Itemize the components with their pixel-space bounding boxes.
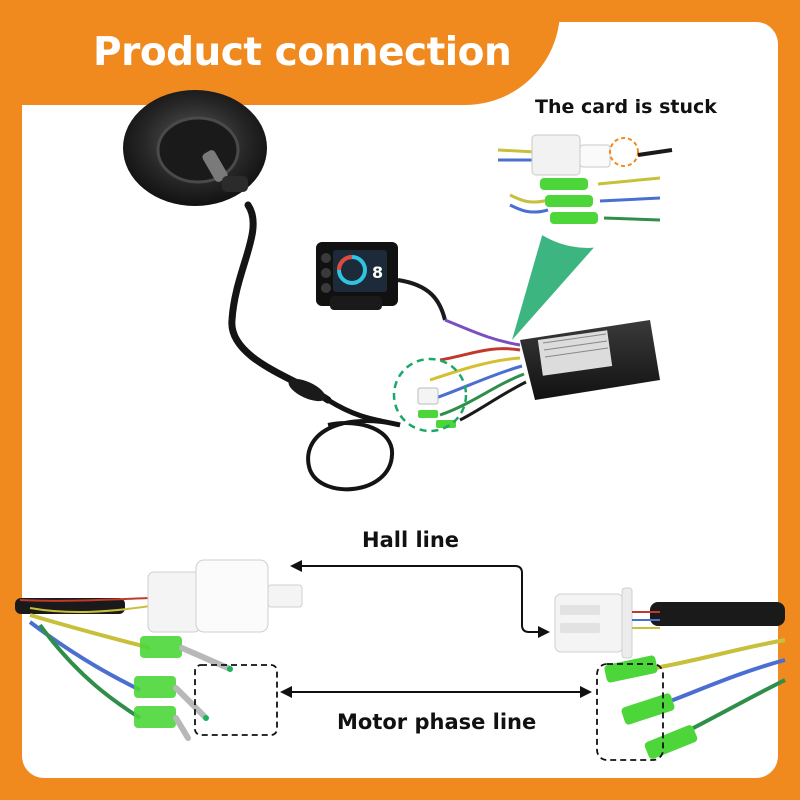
controller-wire-bundle	[429, 318, 527, 422]
cable-loop	[306, 419, 401, 492]
lcd-display: 8	[316, 242, 398, 310]
page-title: Product connection	[93, 30, 512, 75]
left-phase-dashed-box	[194, 664, 278, 736]
motor-phase-line-label: Motor phase line	[337, 710, 537, 734]
motor-cable	[228, 201, 332, 404]
title-band	[0, 0, 560, 105]
phase-connector-small	[418, 410, 438, 418]
card-stuck-label: The card is stuck	[535, 96, 717, 118]
zoom-connector-detail	[497, 134, 673, 224]
motor-controller	[520, 320, 660, 400]
dashed-circle-icon	[392, 357, 468, 433]
hall-connector-small	[417, 387, 439, 405]
hub-motor	[123, 90, 267, 206]
phase-double-arrow-icon	[280, 686, 592, 698]
right-connector-assembly	[554, 587, 786, 759]
right-phase-dashed-box	[596, 663, 664, 761]
cable-grommet	[288, 378, 326, 402]
display-speed-digit: 8	[372, 263, 383, 282]
hall-line-label: Hall line	[362, 528, 460, 552]
display-cable	[397, 278, 447, 321]
left-connector-assembly	[15, 559, 303, 741]
double-headed-arrow-icon	[290, 560, 550, 638]
